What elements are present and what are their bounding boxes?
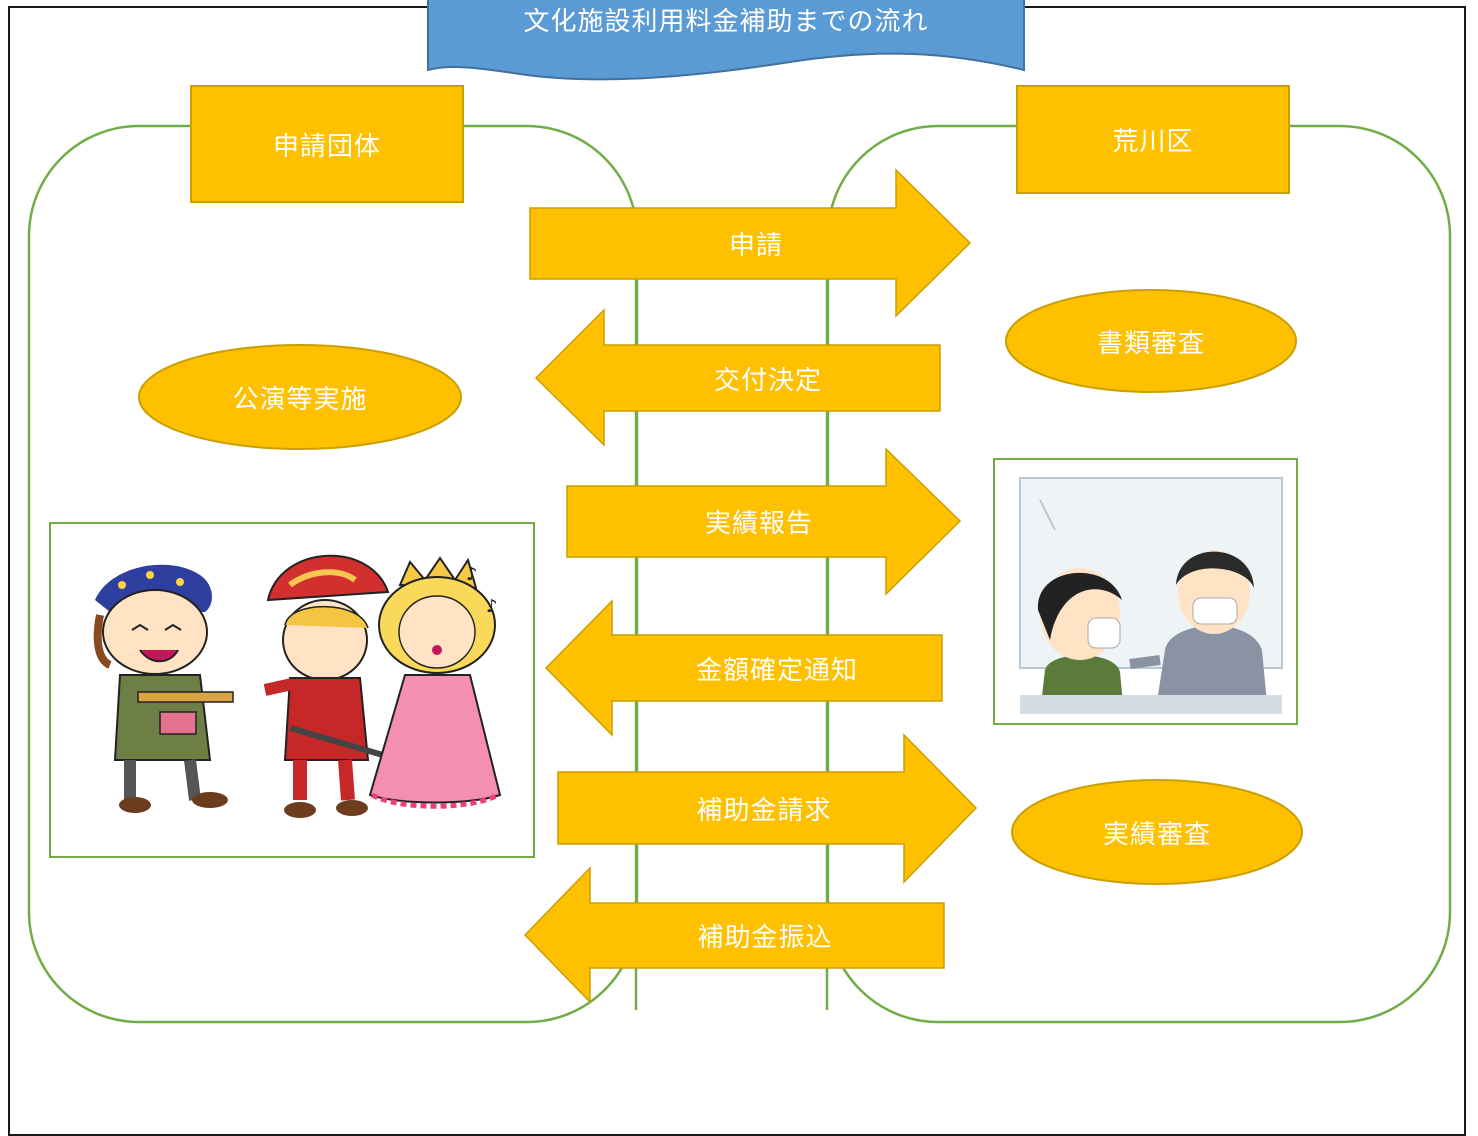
princess-character-icon: ♪ ♪ [368,556,502,809]
waitress-character-icon [93,564,234,813]
ellipse-result-review [1011,779,1303,885]
performers-illustration: ♪ ♪ [93,554,502,818]
arrow-amount-notice [544,599,943,737]
activity-result-review-label: 実績審査 [1102,819,1211,850]
visitor-person-icon [1037,568,1124,714]
arrow-apply [529,168,972,318]
page-title: 文化施設利用料金補助までの流れ [523,6,929,37]
arrow-transfer [523,866,945,1004]
ward-box [1016,85,1290,194]
applicant-box [190,85,464,203]
clerk-person-icon [1129,550,1268,714]
title-banner [427,0,1025,81]
step-amount-notice-label: 金額確定通知 [695,655,858,686]
applicant-label: 申請団体 [272,131,381,162]
step-claim-label: 補助金請求 [696,795,832,826]
svg-text:♪: ♪ [466,564,478,585]
step-apply-label: 申請 [728,231,783,261]
activity-document-review-label: 書類審査 [1096,328,1205,359]
ellipse-document-review [1005,289,1297,393]
ellipse-performance [138,344,462,450]
arrow-decision [534,308,941,447]
counter-illustration [1019,477,1283,714]
step-decision-label: 交付決定 [713,365,822,396]
ward-label: 荒川区 [1112,127,1194,157]
activity-performance-label: 公演等実施 [232,384,368,415]
step-transfer-label: 補助金振込 [697,923,833,953]
svg-text:♪: ♪ [486,596,498,617]
knight-character-icon [263,554,401,818]
step-report-label: 実績報告 [704,509,813,539]
arrow-claim [557,733,978,884]
arrow-report [566,447,962,596]
